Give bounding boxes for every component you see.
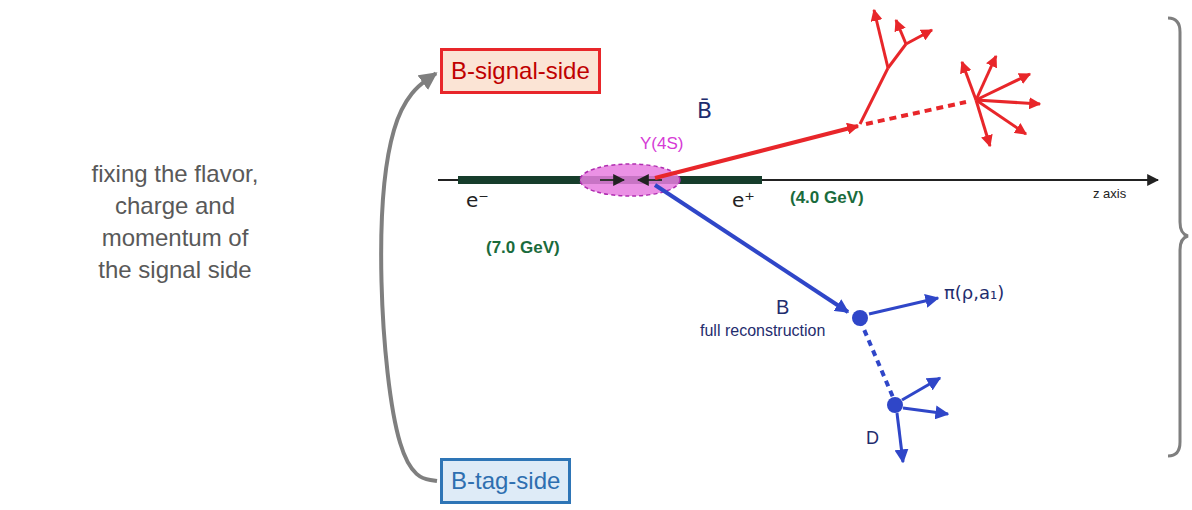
vertex-dot: [887, 397, 903, 413]
bbar-track: [655, 126, 858, 178]
decay-track: [976, 100, 990, 146]
decay-track: [976, 100, 1040, 104]
signal-side-box: B-signal-side: [440, 48, 601, 94]
decay-track: [869, 298, 938, 314]
beam-label: e⁺: [732, 188, 755, 212]
beam-label: e⁻: [466, 188, 489, 212]
beam-arrow: [600, 179, 624, 181]
particle-label: B: [776, 296, 789, 319]
particle-label: B̄: [697, 98, 712, 123]
decay-track: [906, 30, 932, 44]
decay-track: [888, 44, 906, 68]
curved-arrow: [381, 73, 437, 481]
resonance-label: Y(4S): [640, 134, 683, 154]
decay-track: [903, 408, 948, 414]
decay-track: [976, 74, 1030, 100]
box-text: B-signal-side: [451, 55, 590, 87]
axis-label: z axis: [1093, 186, 1126, 201]
decay-track: [962, 62, 976, 100]
vertex-dot: [852, 310, 868, 326]
decay-track: [860, 68, 888, 124]
particle-label: D: [866, 428, 879, 449]
z-axis-line: [438, 179, 1158, 181]
flight-dotted: [866, 102, 966, 124]
beam-arrow: [638, 179, 662, 181]
decay-track: [902, 378, 940, 400]
energy-label: (4.0 GeV): [790, 188, 864, 208]
energy-label: (7.0 GeV): [486, 238, 560, 258]
decay-track: [897, 413, 903, 462]
edge-note: fixing the flavor, charge and momentum o…: [86, 158, 264, 286]
method-label: full reconstruction: [700, 322, 825, 340]
tag-side-box: B-tag-side: [440, 458, 571, 504]
decay-track: [874, 10, 888, 68]
particle-label: π(ρ,a₁): [944, 282, 1004, 303]
box-text: B-tag-side: [451, 465, 560, 497]
decay-track: [896, 20, 906, 44]
flight-dotted: [860, 320, 895, 402]
curly-brace: [1168, 18, 1188, 456]
